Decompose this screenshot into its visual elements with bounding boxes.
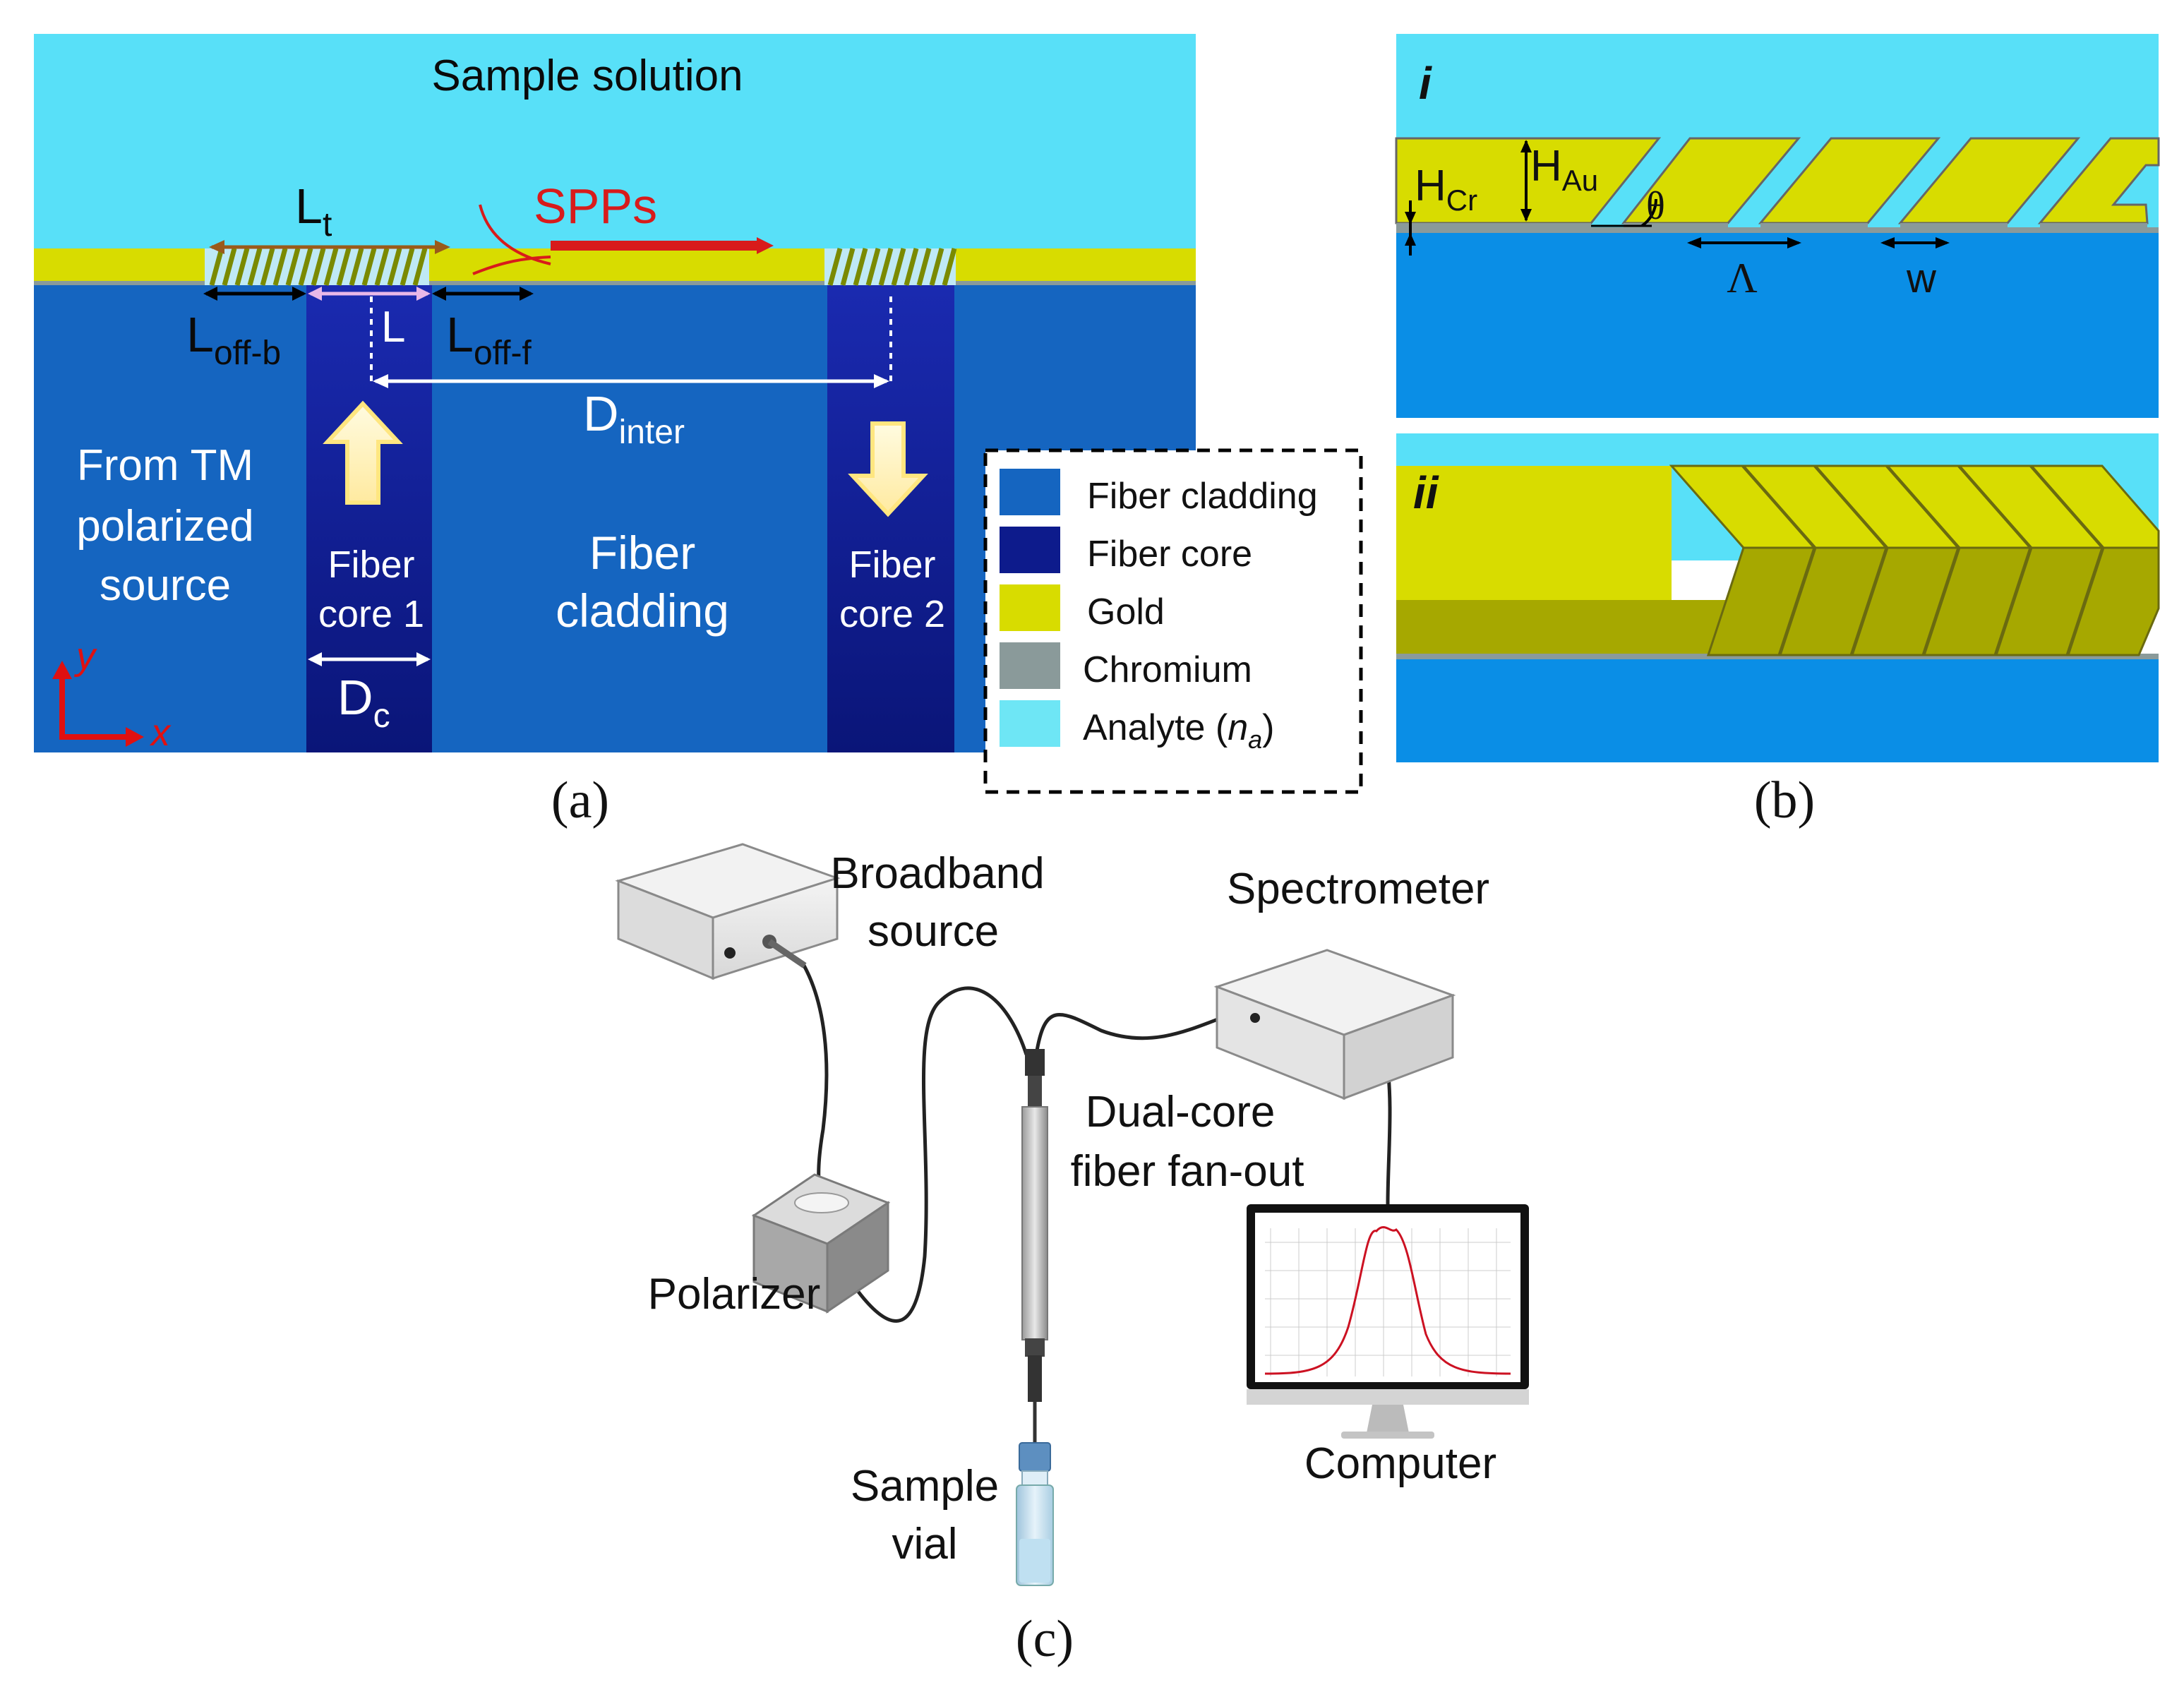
hau-dimension: HAu: [1520, 140, 1598, 222]
hcr-dimension: HCr: [1405, 162, 1477, 256]
caption-a: (a): [551, 772, 609, 829]
legend-item-core: Fiber core: [1000, 527, 1252, 575]
core-1-label: Fiber core 1: [318, 544, 424, 635]
svg-text:cladding: cladding: [556, 584, 729, 637]
loff-b-label: Loff-b: [186, 307, 281, 372]
l-arrow: L: [308, 287, 431, 381]
cable-source-polarizer: [801, 963, 829, 1201]
legend-label-chromium: Chromium: [1083, 649, 1252, 690]
grating-1: [205, 248, 429, 286]
polarizer-device: [751, 1173, 891, 1314]
legend-swatch-cladding: [1000, 469, 1060, 515]
axis-x-label: x: [149, 712, 172, 754]
output-light-arrow: [848, 421, 928, 517]
spectrometer-label: Spectrometer: [1227, 865, 1489, 913]
dinter-label: Dinter: [583, 386, 685, 451]
legend-swatch-chromium: [1000, 642, 1060, 689]
loff-f-label: Loff-f: [446, 307, 532, 372]
loff-b-arrow: Loff-b: [186, 287, 306, 372]
svg-text:Fiber: Fiber: [328, 544, 414, 586]
svg-text:core 1: core 1: [318, 593, 424, 635]
sample-solution-label: Sample solution: [431, 52, 743, 100]
panel-a: Sample solution Lt SPPs Loff-b L: [34, 34, 1363, 829]
legend-label-analyte: Analyte (na): [1083, 707, 1275, 754]
svg-text:source: source: [868, 907, 999, 956]
legend-swatch-analyte: [1000, 700, 1060, 747]
svg-text:fiber fan-out: fiber fan-out: [1071, 1147, 1304, 1196]
caption-c: (c): [1016, 1610, 1074, 1668]
fiber-core-1-region: [306, 285, 432, 752]
subpanel-i-label: i: [1419, 58, 1432, 109]
dualcore-label: Dual-core fiber fan-out: [1071, 1088, 1304, 1196]
svg-text:From TM: From TM: [77, 441, 253, 490]
legend-label-cladding: Fiber cladding: [1087, 476, 1318, 517]
svg-text:core 2: core 2: [839, 593, 945, 635]
hcr-label: HCr: [1415, 162, 1477, 217]
dc-label: Dc: [337, 670, 390, 735]
spps-label: SPPs: [534, 179, 657, 234]
lambda-dimension: Λ: [1687, 237, 1801, 301]
broadband-source-device: [615, 843, 841, 980]
spectrometer-device: [1213, 949, 1456, 1100]
cable-fanout-spectrometer: [1034, 1007, 1246, 1055]
w-dimension: w: [1880, 237, 1950, 301]
legend-item-chromium: Chromium: [1000, 642, 1252, 690]
fanout-device: [1021, 1049, 1048, 1443]
svg-text:vial: vial: [892, 1520, 957, 1568]
svg-text:Fiber: Fiber: [589, 527, 695, 579]
legend: Fiber cladding Fiber core Gold Chromium …: [983, 448, 1363, 794]
grating-2: [824, 248, 957, 286]
broadband-label: Broadband source: [830, 849, 1044, 956]
panel-c: Broadband source Spectrometer Dual-core …: [615, 843, 1529, 1668]
computer-device: [1247, 1204, 1529, 1439]
lt-arrow: Lt: [209, 179, 450, 254]
svg-text:Sample: Sample: [851, 1462, 999, 1511]
legend-item-gold: Gold: [1000, 584, 1165, 632]
subpanel-i: i HCr HAu θ Λ: [1395, 34, 2160, 418]
legend-label-gold: Gold: [1087, 592, 1165, 632]
legend-swatch-core: [1000, 527, 1060, 573]
legend-label-core: Fiber core: [1087, 534, 1252, 575]
svg-text:Broadband: Broadband: [830, 849, 1044, 898]
axis-indicator: y x: [52, 635, 172, 754]
cladding-label: Fiber cladding: [556, 527, 729, 637]
lt-label: Lt: [295, 179, 332, 244]
dinter-arrow: Dinter: [373, 296, 892, 451]
computer-label: Computer: [1304, 1439, 1496, 1488]
legend-item-cladding: Fiber cladding: [1000, 469, 1318, 517]
loff-f-arrow: Loff-f: [432, 287, 534, 372]
legend-swatch-gold: [1000, 584, 1060, 631]
input-light-arrow: [323, 400, 403, 505]
svg-text:Dual-core: Dual-core: [1086, 1088, 1276, 1136]
svg-text:polarized: polarized: [76, 502, 254, 551]
svg-text:source: source: [100, 561, 231, 610]
sample-vial: [1016, 1442, 1054, 1586]
caption-b: (b): [1754, 772, 1815, 829]
subpanel-ii: ii: [1396, 433, 2160, 762]
cable-polarizer-fanout: [857, 986, 1028, 1323]
fiber-core-2-region: [827, 285, 954, 752]
source-label: From TM polarized source: [76, 441, 254, 610]
sample-vial-label: Sample vial: [851, 1462, 999, 1568]
axis-y-label: y: [73, 635, 97, 678]
lambda-label: Λ: [1727, 255, 1758, 301]
theta-angle: θ: [1591, 184, 1665, 228]
hau-label: HAu: [1530, 142, 1598, 197]
subpanel-ii-label: ii: [1413, 467, 1439, 518]
l-label: L: [381, 303, 405, 352]
polarizer-label: Polarizer: [648, 1270, 821, 1319]
dc-arrow: Dc: [308, 652, 431, 735]
chromium-layer: [34, 281, 1196, 285]
svg-text:Fiber: Fiber: [848, 544, 935, 586]
core-2-label: Fiber core 2: [839, 544, 945, 635]
spps-indicator: SPPs: [472, 179, 774, 275]
legend-item-analyte: Analyte (na): [1000, 700, 1275, 754]
theta-label: θ: [1646, 184, 1665, 228]
w-label: w: [1906, 256, 1937, 301]
panel-b: i HCr HAu θ Λ: [1395, 34, 2160, 829]
